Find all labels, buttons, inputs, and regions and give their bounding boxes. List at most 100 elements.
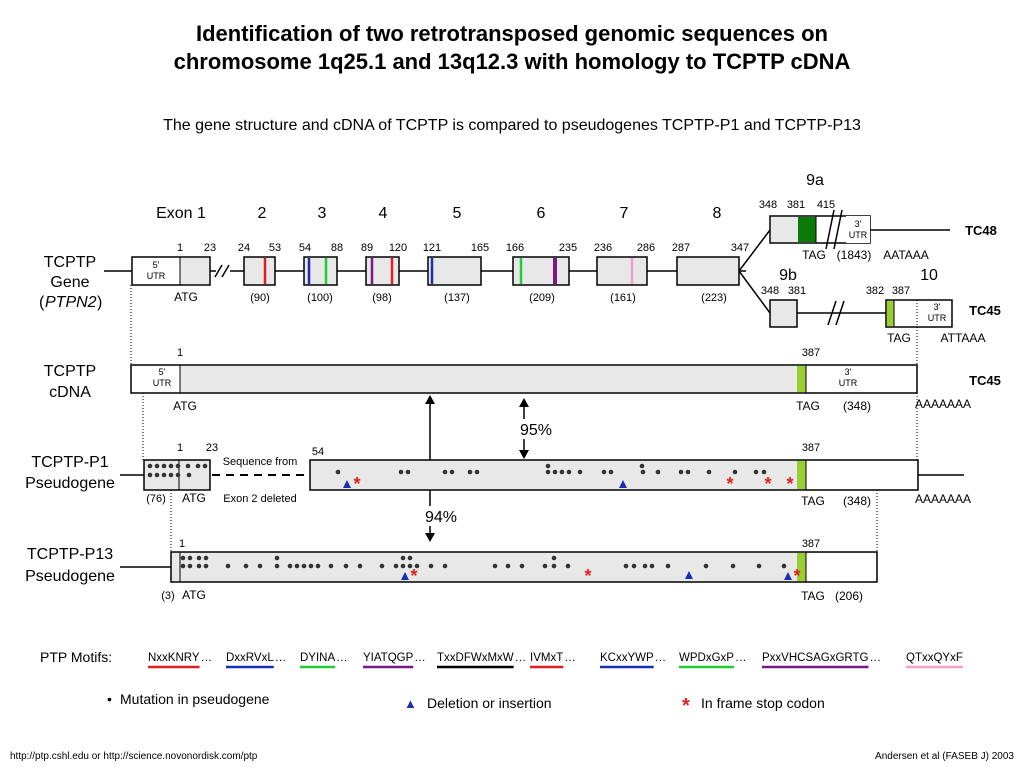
gene-break-mark (214, 264, 230, 278)
mutation-dot (274, 563, 280, 569)
ptp-motifs-row: PTP Motifs: NxxKNRY…DxxRVxL…DYINA…YIATQG… (40, 649, 963, 669)
mutation-dot (639, 463, 645, 469)
splice-line-9b (738, 270, 771, 314)
mutation-dot (552, 469, 558, 475)
exon-7-box (596, 256, 648, 286)
exon-2-number: 2 (258, 205, 267, 222)
size-exon-7: (161) (610, 292, 636, 304)
cdna-utr5b: UTR (153, 378, 172, 388)
exon-9a-tag-size: (1843) (837, 248, 872, 262)
legend: • Mutation in pseudogene ▲ Deletion or i… (107, 691, 825, 717)
cdna-utr3: 3' (845, 367, 852, 377)
cdna-pos-end: 387 (802, 347, 820, 359)
pos-24: 24 (238, 242, 250, 254)
exon-10-tag: TAG (887, 331, 911, 345)
mutation-dot (196, 563, 202, 569)
p1-mutation-marks: **** (147, 463, 794, 494)
cdna-tag-size: (348) (843, 399, 871, 413)
mutation-dot (565, 563, 571, 569)
mutation-dot (154, 463, 160, 469)
p1-stop-block (797, 461, 806, 489)
motif-separator: … (870, 652, 882, 664)
p13-mutation-marks: *** (180, 555, 801, 586)
cdna-label-1: TCPTP (44, 363, 96, 380)
p13-tag: TAG (801, 589, 825, 603)
tcptp-p13-section: TCPTP-P13 Pseudogene 1 387 (3) ATG TAG (… (25, 538, 878, 603)
gene-label-1: TCPTP (44, 254, 96, 271)
mutation-dot (187, 563, 193, 569)
p1-note-1: Sequence from (223, 456, 298, 468)
deletion-triangle-icon (685, 571, 693, 579)
mutation-dot (274, 555, 280, 561)
mutation-dot (393, 563, 399, 569)
deletion-triangle-icon (619, 480, 627, 488)
pos-286: 286 (637, 242, 655, 254)
p13-pos-387: 387 (802, 538, 820, 550)
mutation-dot (601, 469, 607, 475)
legend-mutation: Mutation in pseudogene (120, 691, 270, 707)
exon-9b-break (827, 300, 845, 326)
mutation-dot (545, 463, 551, 469)
exon-9a-utr3b: UTR (849, 230, 868, 240)
page-title: Identification of two retrotransposed ge… (0, 20, 1024, 76)
p13-atg: ATG (182, 588, 206, 602)
mutation-dot (542, 563, 548, 569)
p1-tag-size: (348) (843, 494, 871, 508)
mutation-dot (202, 463, 208, 469)
mutation-dot (357, 563, 363, 569)
mutation-dot (665, 563, 671, 569)
mutation-dot (187, 555, 193, 561)
mutation-dot (649, 563, 655, 569)
mutation-dot (308, 563, 314, 569)
stop-asterisk-icon: * (793, 566, 800, 586)
pos-53: 53 (269, 242, 281, 254)
mutation-dot (442, 563, 448, 569)
exon-8-number: 8 (713, 205, 722, 222)
cdna-stop-block (797, 366, 806, 392)
pos10-387: 387 (892, 285, 910, 297)
motif-text: IVMxT (530, 652, 563, 664)
mutation-dot (519, 563, 525, 569)
stop-asterisk-icon: * (353, 474, 360, 494)
pos-120: 120 (389, 242, 407, 254)
mutation-dot (315, 563, 321, 569)
exon-4-number: 4 (379, 205, 388, 222)
exon-10-box (885, 299, 953, 328)
cdna-label-2: cDNA (49, 384, 91, 401)
homology-p13-bg (416, 506, 462, 526)
p13-size-3: (3) (161, 590, 174, 602)
legend-triangle-icon: ▲ (404, 696, 417, 711)
mutation-dot (577, 469, 583, 475)
mutation-dot (343, 563, 349, 569)
gene-label-2: Gene (50, 274, 89, 291)
exon-9a-green-block (798, 217, 816, 242)
cdna-pos-start: 1 (177, 347, 183, 359)
mutation-dot (185, 463, 191, 469)
mutation-dot (328, 563, 334, 569)
p13-stop-block (797, 553, 806, 581)
title-line-1: Identification of two retrotransposed ge… (196, 21, 828, 46)
motif-separator: … (336, 652, 348, 664)
p1-note-2: Exon 2 deleted (223, 493, 296, 505)
mutation-dot (147, 463, 153, 469)
pos-287: 287 (672, 242, 690, 254)
p1-utr3 (806, 461, 917, 489)
motif-text: KCxxYWP (600, 652, 654, 664)
exon-9a-utr3: 3' (855, 219, 862, 229)
dotted-guides (130, 285, 918, 552)
size-exon-2: (90) (250, 292, 270, 304)
pos-165: 165 (471, 242, 489, 254)
mutation-dot (551, 555, 557, 561)
p1-atg: ATG (182, 491, 206, 505)
exon-1-utr5b: UTR (147, 271, 166, 281)
mutation-dot (407, 563, 413, 569)
mutation-dot (175, 472, 181, 478)
mutation-dot (301, 563, 307, 569)
exon-7-number: 7 (620, 205, 629, 222)
p1-size-76: (76) (146, 493, 166, 505)
p1-pos-387: 387 (802, 442, 820, 454)
tcptp-cdna-section: TCPTP cDNA 1 387 5' UTR 3' UTR TC45 ATG … (44, 347, 1001, 413)
mutation-dot (414, 563, 420, 569)
mutation-dot (175, 463, 181, 469)
